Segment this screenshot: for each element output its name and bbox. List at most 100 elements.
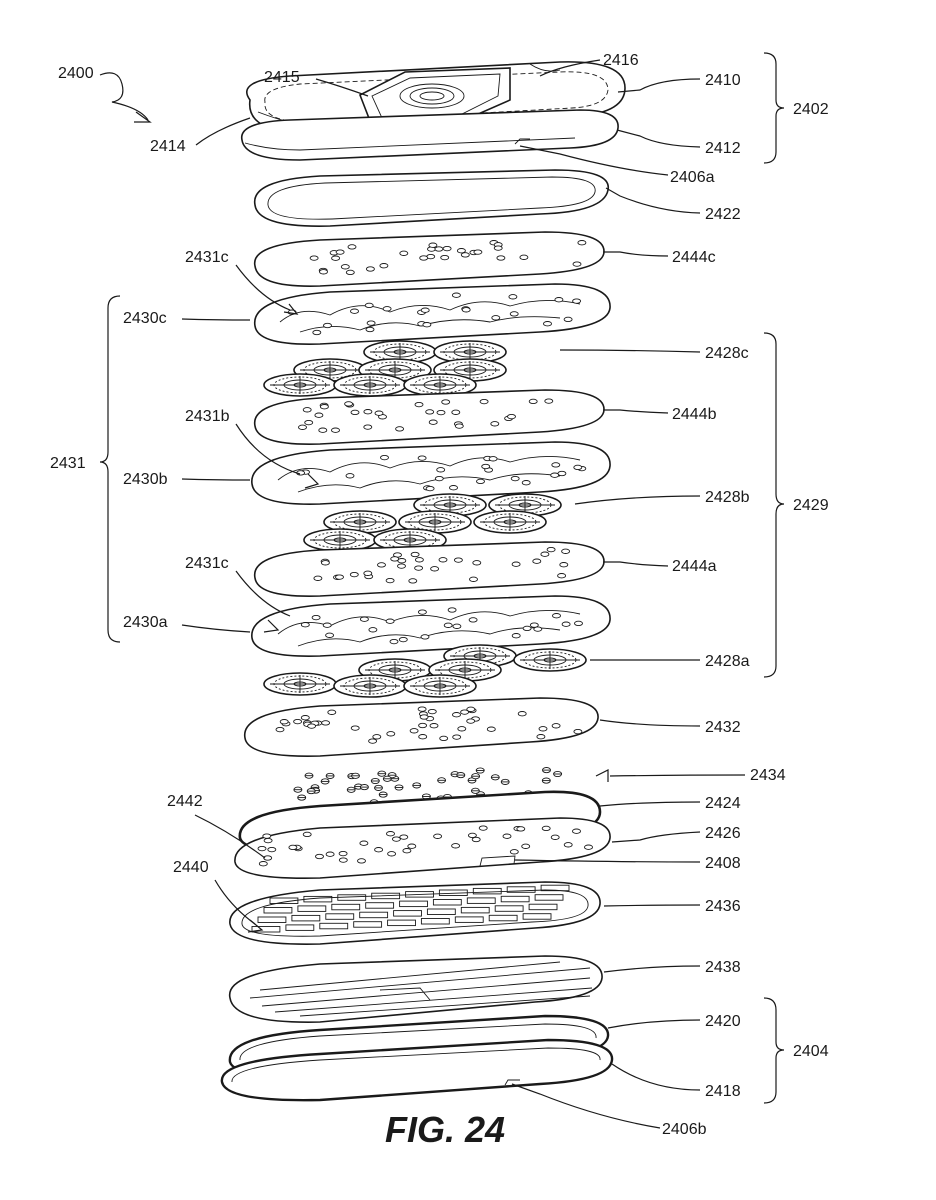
- perforation-hole: [307, 723, 317, 729]
- grid-cell: [426, 908, 456, 915]
- perforation-hole: [529, 622, 539, 628]
- grid-cell: [319, 922, 349, 930]
- perforation-hole: [304, 419, 314, 426]
- grid-cell: [540, 884, 570, 892]
- perforation-hole: [436, 409, 446, 416]
- perforation-hole: [461, 307, 471, 313]
- grid-cell: [488, 914, 518, 922]
- coil: [513, 648, 587, 672]
- bracket-2404: [763, 997, 785, 1104]
- perforation-hole: [340, 264, 350, 270]
- perforation-hole: [559, 562, 569, 568]
- perforation-hole: [387, 851, 397, 857]
- perforation-hole: [439, 735, 449, 742]
- coil: [473, 510, 547, 534]
- label-2444a: 2444a: [672, 558, 717, 575]
- perforation-hole: [573, 728, 583, 735]
- perforation-hole: [288, 844, 298, 851]
- grid-cell: [337, 894, 367, 901]
- label-2416: 2416: [603, 52, 639, 69]
- perforation-hole: [491, 315, 501, 321]
- label-2436: 2436: [705, 898, 741, 915]
- perforation-hole: [300, 715, 310, 721]
- grid-cell: [460, 906, 490, 914]
- perforation-hole: [338, 850, 348, 857]
- grid-cell: [263, 907, 293, 914]
- perforation-hole: [300, 622, 310, 628]
- perforation-hole: [451, 843, 461, 849]
- perforation-hole: [414, 565, 424, 571]
- perforation-hole: [363, 409, 373, 415]
- layer-2430b: [251, 441, 611, 505]
- perforation-hole: [320, 560, 330, 566]
- perforation-hole: [402, 848, 412, 854]
- perforation-hole: [325, 632, 335, 638]
- leader-lines: [99, 59, 746, 1129]
- grid-cell: [353, 921, 383, 928]
- ring-2422: [253, 169, 609, 227]
- perforation-hole: [538, 726, 548, 732]
- perforation-hole: [407, 843, 417, 849]
- perforation-hole: [420, 307, 430, 313]
- perforation-hole: [385, 618, 395, 624]
- perforation-hole: [417, 609, 427, 615]
- perforation-hole: [511, 633, 521, 639]
- coil: [333, 674, 407, 698]
- perforation-hole: [509, 849, 519, 855]
- grid-cell: [405, 891, 434, 898]
- perforation-hole: [408, 578, 418, 584]
- perforation-hole: [442, 245, 452, 252]
- perforation-hole: [454, 423, 464, 429]
- grid-cell: [365, 902, 395, 909]
- perforation-hole: [418, 722, 428, 729]
- perforation-hole: [390, 556, 400, 562]
- grid-cell: [472, 887, 502, 895]
- perforation-hole: [429, 723, 439, 729]
- perforation-hole: [366, 320, 376, 326]
- perforation-hole: [436, 467, 446, 473]
- label-2415: 2415: [264, 69, 300, 86]
- grid-cell: [325, 913, 355, 920]
- perforation-hole: [528, 398, 538, 405]
- label-2431: 2431: [50, 455, 86, 472]
- perforation-hole: [397, 563, 406, 569]
- coil: [263, 373, 337, 397]
- perforation-hole: [363, 570, 373, 576]
- perforation-hole: [573, 464, 583, 471]
- perforation-hole: [473, 249, 483, 255]
- label-2438: 2438: [705, 959, 741, 976]
- grid-cell: [285, 924, 315, 931]
- grid-cell: [393, 910, 422, 917]
- perforation-hole: [350, 409, 360, 416]
- perforation-hole: [540, 551, 550, 557]
- perforation-hole: [452, 734, 462, 740]
- perforation-hole: [418, 734, 428, 740]
- perforation-hole: [472, 560, 482, 566]
- perforation-hole: [258, 861, 268, 867]
- perforation-hole: [319, 269, 328, 275]
- holes-2444a: [313, 546, 571, 584]
- grid-cell: [528, 903, 558, 911]
- perforation-hole: [521, 480, 531, 486]
- label-2431c-top: 2431c: [185, 249, 229, 266]
- grid-cell: [251, 926, 281, 933]
- perforation-hole: [293, 718, 303, 725]
- perforation-hole: [434, 475, 444, 482]
- perforation-hole: [382, 306, 392, 312]
- perforation-hole: [577, 240, 587, 246]
- labels: 2400 2414 2415 2416 2410 2412 2402 2406a…: [50, 52, 829, 1150]
- label-2422: 2422: [705, 206, 741, 223]
- perforation-hole: [368, 738, 378, 744]
- coil: [333, 373, 407, 397]
- perforation-hole: [314, 412, 324, 418]
- label-2412: 2412: [705, 140, 741, 157]
- perforation-hole: [386, 731, 396, 737]
- perforation-hole: [425, 485, 435, 492]
- perforation-hole: [374, 410, 384, 416]
- grid-cell: [359, 911, 389, 919]
- perforation-hole: [359, 616, 369, 622]
- layer-2444a: [253, 541, 605, 597]
- label-2424: 2424: [705, 795, 741, 812]
- holes-2426: [257, 825, 593, 867]
- label-2430a: 2430a: [123, 614, 168, 631]
